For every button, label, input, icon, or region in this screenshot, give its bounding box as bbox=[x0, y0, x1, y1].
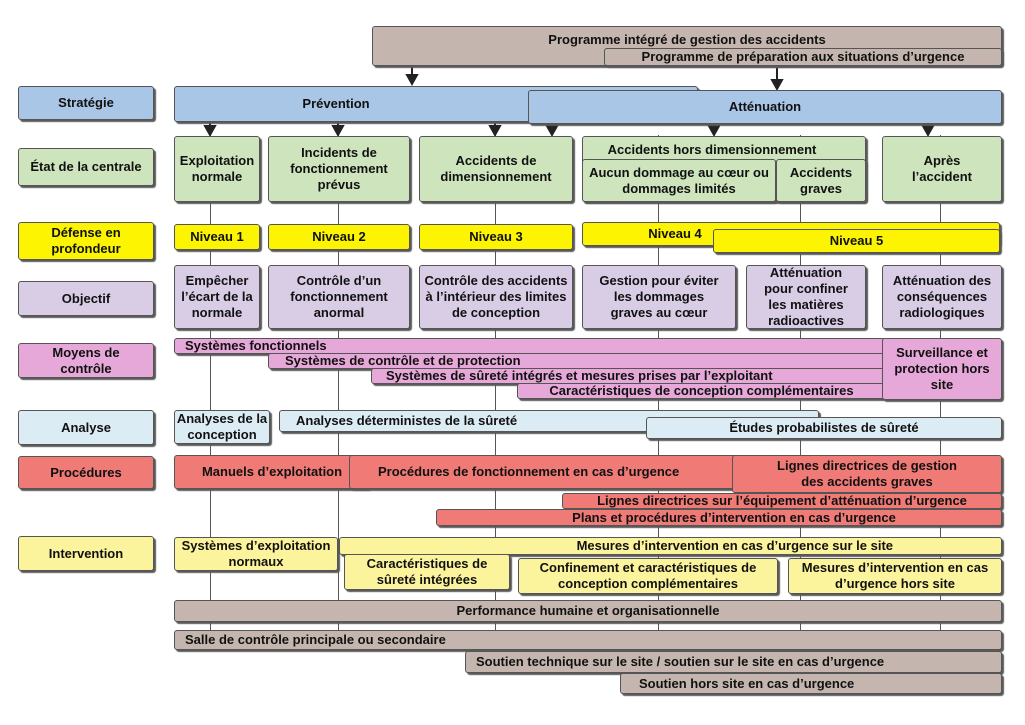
objective-4: Gestion pour éviter les dommages graves … bbox=[582, 265, 736, 329]
control-functional-systems: Systèmes fonctionnels bbox=[174, 338, 886, 354]
analysis-design: Analyses de la conception bbox=[174, 410, 270, 444]
intervention-inherent-safety: Caractéristiques de sûreté intégrées bbox=[344, 554, 510, 590]
row-label-moyens: Moyens de contrôle bbox=[18, 343, 154, 378]
procedure-severe-accident-guidelines: Lignes directrices de gestion des accide… bbox=[732, 455, 1002, 493]
row-label-analyse: Analyse bbox=[18, 410, 154, 445]
state-normal: Exploitation normale bbox=[174, 136, 260, 202]
objective-2: Contrôle d’un fonctionnement anormal bbox=[268, 265, 410, 329]
procedure-mitigation-equipment: Lignes directrices sur l’équipement d’at… bbox=[562, 493, 1002, 509]
control-safety-systems: Systèmes de sûreté intégrés et mesures p… bbox=[371, 368, 886, 384]
human-performance-bar: Performance humaine et organisationnelle bbox=[174, 600, 1002, 622]
procedure-manuals: Manuels d’exploitation bbox=[174, 455, 370, 489]
attenuation-label: Atténuation bbox=[728, 99, 802, 114]
preparation-programme-box: Programme de préparation aux situations … bbox=[604, 48, 1002, 66]
integrated-programme-label: Programme intégré de gestion des acciden… bbox=[548, 32, 826, 47]
row-label-objectif: Objectif bbox=[18, 281, 154, 316]
objective-3: Contrôle des accidents à l’intérieur des… bbox=[419, 265, 573, 329]
row-label-intervention: Intervention bbox=[18, 536, 154, 571]
state-severe: Accidents graves bbox=[776, 159, 866, 202]
row-label-strategie: Stratégie bbox=[18, 86, 154, 120]
control-protection-systems: Systèmes de contrôle et de protection bbox=[268, 353, 886, 369]
state-no-damage: Aucun dommage au cœur ou dommages limité… bbox=[582, 159, 776, 202]
level-5: Niveau 5 bbox=[713, 229, 1000, 253]
objective-1: Empêcher l’écart de la normale bbox=[174, 265, 260, 329]
control-design-features: Caractéristiques de conception complémen… bbox=[517, 383, 886, 399]
column-line bbox=[338, 135, 339, 640]
row-label-defense: Défense en profondeur bbox=[18, 222, 154, 260]
intervention-normal-systems: Systèmes d’exploitation normaux bbox=[174, 537, 338, 571]
column-line bbox=[210, 135, 211, 640]
state-post: Après l’accident bbox=[882, 136, 1002, 202]
technical-support-bar: Soutien technique sur le site / soutien … bbox=[465, 651, 1002, 673]
control-offsite-surveillance: Surveillance et protection hors site bbox=[882, 338, 1002, 400]
analysis-probabilistic: Études probabilistes de sûreté bbox=[646, 417, 1002, 439]
intervention-containment: Confinement et caractéristiques de conce… bbox=[518, 558, 778, 594]
level-2: Niveau 2 bbox=[268, 224, 410, 250]
procedure-emergency-plans: Plans et procédures d’intervention en ca… bbox=[436, 509, 1002, 526]
column-line bbox=[495, 135, 496, 640]
attenuation-box: Atténuation bbox=[528, 90, 1002, 124]
objective-6: Atténuation des conséquences radiologiqu… bbox=[882, 265, 1002, 329]
level-3: Niveau 3 bbox=[419, 224, 573, 250]
row-label-procedures: Procédures bbox=[18, 456, 154, 489]
procedure-emergency-ops: Procédures de fonctionnement en cas d’ur… bbox=[349, 455, 739, 489]
preparation-programme-label: Programme de préparation aux situations … bbox=[641, 49, 965, 64]
offsite-support-bar: Soutien hors site en cas d’urgence bbox=[620, 673, 1002, 694]
objective-5: Atténuation pour confiner les matières r… bbox=[746, 265, 866, 329]
row-label-etat: État de la centrale bbox=[18, 148, 154, 186]
state-incidents: Incidents de fonctionnement prévus bbox=[268, 136, 410, 202]
level-1: Niveau 1 bbox=[174, 224, 260, 250]
intervention-onsite-emergency: Mesures d’intervention en cas d’urgence … bbox=[339, 537, 1002, 555]
intervention-offsite-emergency: Mesures d’intervention en cas d’urgence … bbox=[788, 558, 1002, 594]
prevention-label: Prévention bbox=[302, 96, 370, 111]
control-room-bar: Salle de contrôle principale ou secondai… bbox=[174, 630, 1002, 650]
state-dba: Accidents de dimensionnement bbox=[419, 136, 573, 202]
